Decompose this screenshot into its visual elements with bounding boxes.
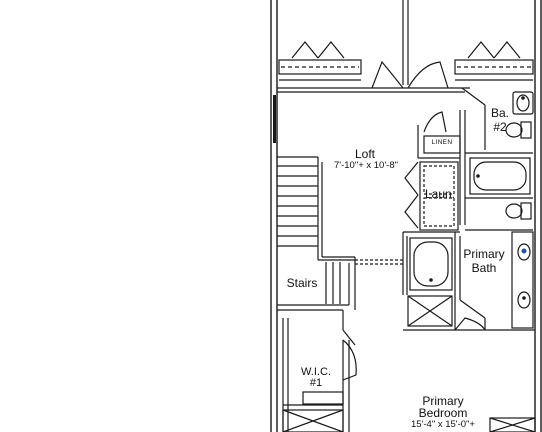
door-swings-top (371, 60, 449, 89)
primary-bedroom-label-line2: Bedroom (418, 406, 468, 420)
toilet-icon (505, 202, 532, 220)
bath2-sink-icon (512, 91, 534, 115)
bedroom-door (454, 317, 486, 331)
exterior-wall-right (534, 0, 542, 432)
linen-label: LINEN (431, 139, 453, 146)
vanity-sinks-icon (511, 231, 534, 329)
closet-upper-left (278, 41, 362, 81)
stairs-label: Stairs (286, 276, 318, 290)
bottom-closets (282, 409, 536, 432)
primary-tub-icon (409, 237, 453, 291)
primary-bedroom-dimensions: 15'-4" x 15'-0"+ (411, 419, 475, 430)
bath2-label-line1: Ba. (490, 106, 509, 120)
primary-bedroom-label-line1: Primary (422, 394, 464, 408)
closet-upper-right (454, 41, 534, 81)
loft-label: Loft (354, 147, 375, 161)
laundry-walls (404, 157, 460, 231)
shower-icon (407, 295, 453, 327)
laundry-label: Laun. (424, 187, 456, 201)
primary-bath-label-line2: Bath (471, 261, 497, 275)
primary-bath-label-line1: Primary (463, 247, 505, 261)
stair-treads (277, 165, 341, 304)
railing (355, 259, 405, 265)
faucet-accent-icon (521, 248, 527, 254)
wic-label-line2: #1 (309, 377, 323, 389)
bath2-walls (459, 87, 533, 231)
primary-bath-walls (402, 231, 535, 331)
wic-label-line1: W.I.C. (301, 366, 331, 378)
window-left (273, 95, 276, 143)
exterior-wall-left (270, 0, 278, 432)
bath2-label-line2: #2 (493, 120, 507, 134)
stair-walls (277, 156, 356, 310)
bath2-toilet-icon (505, 121, 532, 139)
upper-room-walls (277, 0, 470, 93)
loft-dimensions: 7'-10"+ x 10'-8" (334, 160, 398, 171)
linen-closet (417, 111, 461, 158)
wic-door (342, 339, 357, 381)
bathtub-icon (469, 157, 531, 195)
